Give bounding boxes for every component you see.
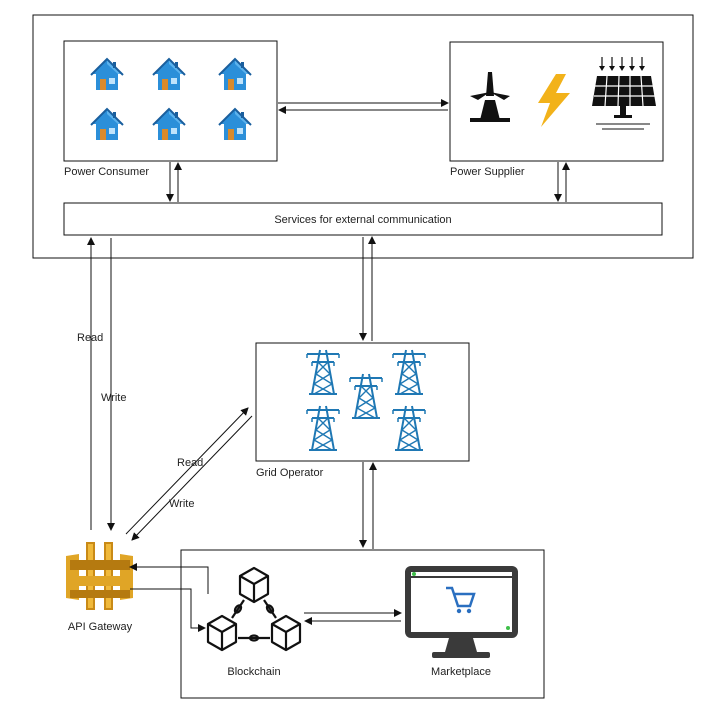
solar-panel-icon (592, 57, 656, 130)
lightning-bolt-icon (538, 74, 570, 127)
blockchain-label: Blockchain (227, 666, 280, 678)
gateway-grid-edge (125, 407, 253, 541)
power-consumer-label: Power Consumer (64, 166, 149, 178)
grid-operator-node[interactable] (255, 342, 470, 462)
supplier-services-edge (554, 162, 570, 202)
power-supplier-label: Power Supplier (450, 166, 525, 178)
power-consumer-node[interactable] (63, 40, 278, 162)
blockchain-icon (206, 566, 302, 652)
gateway-blockchain-edge (129, 563, 209, 632)
ledger-container (180, 549, 545, 699)
consumer-supplier-edge (278, 99, 449, 114)
read-label: Read (77, 332, 103, 344)
power-supplier-node[interactable] (449, 41, 664, 162)
wind-turbine-icon (470, 72, 510, 122)
consumer-services-edge (166, 162, 182, 202)
api-gateway-node[interactable] (66, 542, 133, 610)
write-label-grid: Write (169, 498, 194, 510)
services-label: Services for external communication (274, 214, 451, 226)
grid-blockchain-edge (359, 462, 377, 549)
read-label-grid: Read (177, 457, 203, 469)
api-gateway-icon (66, 542, 133, 610)
write-label: Write (101, 392, 126, 404)
marketplace-node[interactable] (405, 566, 518, 658)
api-gateway-label: API Gateway (68, 621, 133, 633)
marketplace-label: Marketplace (431, 666, 491, 678)
grid-operator-label: Grid Operator (256, 467, 324, 479)
marketplace-monitor-icon (405, 566, 518, 658)
services-grid-edge (359, 236, 376, 341)
services-node[interactable] (63, 202, 663, 236)
cart-icon (446, 586, 476, 608)
blockchain-node[interactable] (206, 566, 302, 652)
gateway-services-edge (87, 237, 115, 531)
blockchain-marketplace-edge (304, 609, 402, 625)
